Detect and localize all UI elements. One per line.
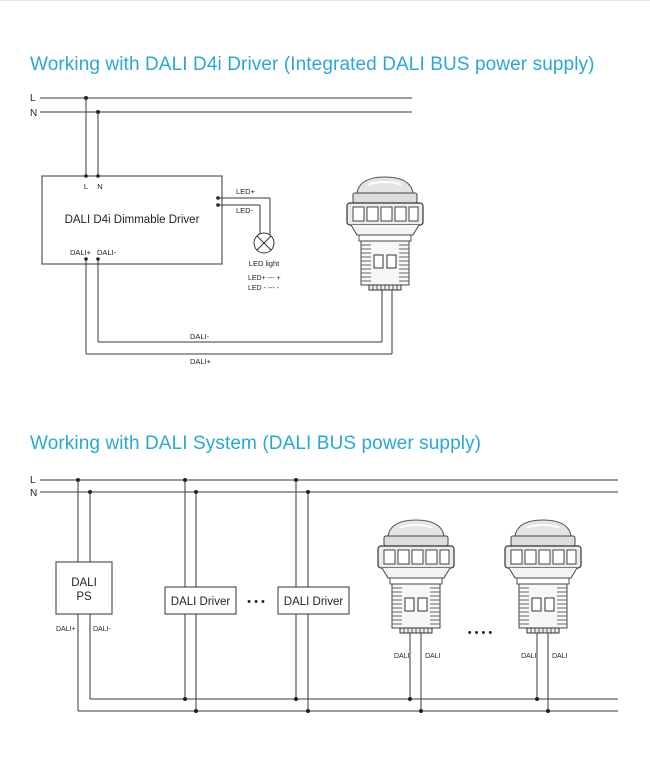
dali-driver-2-box [277, 586, 350, 615]
s2-fixture-1-icon [377, 519, 455, 634]
dali-ps-line1: DALI [71, 577, 97, 589]
dali-driver-2-label: DALI Driver [284, 596, 344, 608]
dali-driver-1-label: DALI Driver [171, 596, 231, 608]
dali-ps-line2: PS [76, 591, 92, 603]
driver-term-dali-plus: DALI+ [70, 248, 92, 257]
led-minus-label: LED- [236, 206, 254, 215]
top-rule [0, 0, 650, 1]
driver-term-n: N [97, 182, 102, 191]
fixture2-term-right: DALI [552, 653, 568, 660]
section1-title: Working with DALI D4i Driver (Integrated… [30, 54, 595, 75]
dali-ps-term-plus: DALI+ [56, 626, 76, 633]
dali-driver-1-box [164, 586, 237, 615]
drivers-ellipsis: • • • [247, 596, 265, 608]
led-light-icon [253, 232, 275, 254]
d4i-driver-box [41, 175, 223, 265]
led-legend-minus: LED - --- - [248, 285, 280, 292]
s1-line-n-label: N [30, 108, 37, 119]
dali-ps-term-minus: DALI- [93, 626, 112, 633]
section2-diagram: L N DALI PS DALI+ DALI- DALI Driver • • … [30, 475, 618, 713]
fixtures-ellipsis: • • • • [468, 627, 493, 639]
fixture1-term-right: DALI [425, 653, 441, 660]
s1-line-l-label: L [30, 93, 36, 104]
fixture1-term-left: DALI [394, 653, 410, 660]
led-light-label: LED light [249, 259, 280, 268]
driver-term-l: L [84, 182, 88, 191]
section2-title: Working with DALI System (DALI BUS power… [30, 433, 482, 454]
fixture2-term-left: DALI [521, 653, 537, 660]
led-legend-plus: LED+ --- + [248, 275, 281, 282]
s1-bus-dali-plus: DALI+ [190, 357, 212, 366]
s1-fixture-icon [346, 176, 424, 291]
d4i-driver-label: DALI D4i Dimmable Driver [65, 214, 200, 226]
driver-term-dali-minus: DALI- [97, 248, 117, 257]
s2-line-n-label: N [30, 488, 37, 499]
led-plus-label: LED+ [236, 187, 256, 196]
dali-ps-box [55, 561, 113, 615]
section1-diagram: L N L N DALI D4i Dimmable Driver DALI+ D… [30, 93, 424, 366]
s2-line-l-label: L [30, 475, 36, 486]
s2-fixture-2-icon [504, 519, 582, 634]
s1-bus-dali-minus: DALI- [190, 332, 210, 341]
